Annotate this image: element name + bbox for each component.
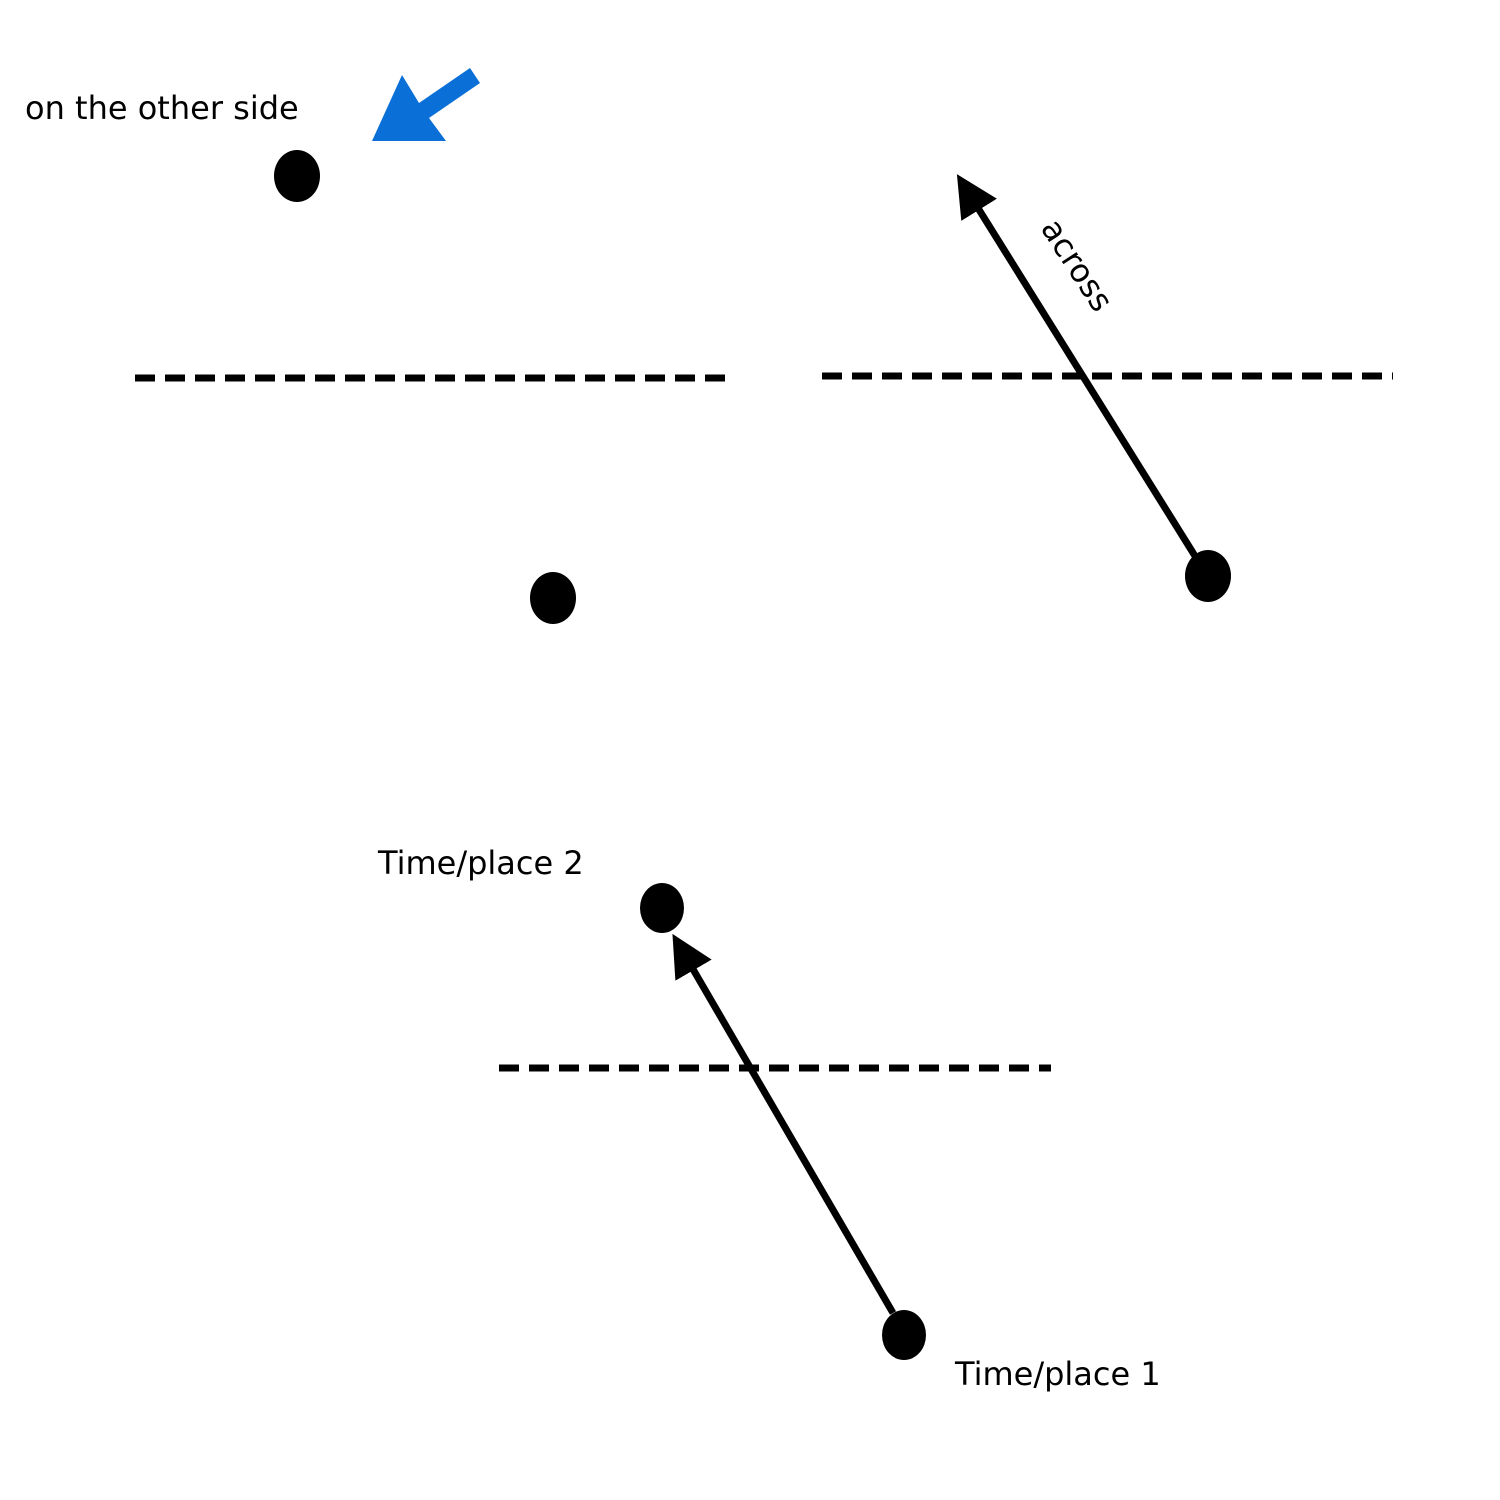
label-on-the-other-side: on the other side xyxy=(25,89,299,127)
start-dot xyxy=(1185,550,1231,602)
time-place-1-dot xyxy=(882,1310,926,1360)
across-arrow xyxy=(956,174,1198,558)
time-place-2-dot xyxy=(640,883,684,933)
point-dot-top xyxy=(274,150,320,202)
point-dot-bottom xyxy=(530,572,576,624)
blue-pointer-arrow-icon xyxy=(372,68,480,141)
label-time-place-2: Time/place 2 xyxy=(377,844,584,882)
label-across: across xyxy=(1033,212,1121,319)
label-time-place-1: Time/place 1 xyxy=(954,1355,1161,1393)
movement-arrow xyxy=(672,933,897,1315)
